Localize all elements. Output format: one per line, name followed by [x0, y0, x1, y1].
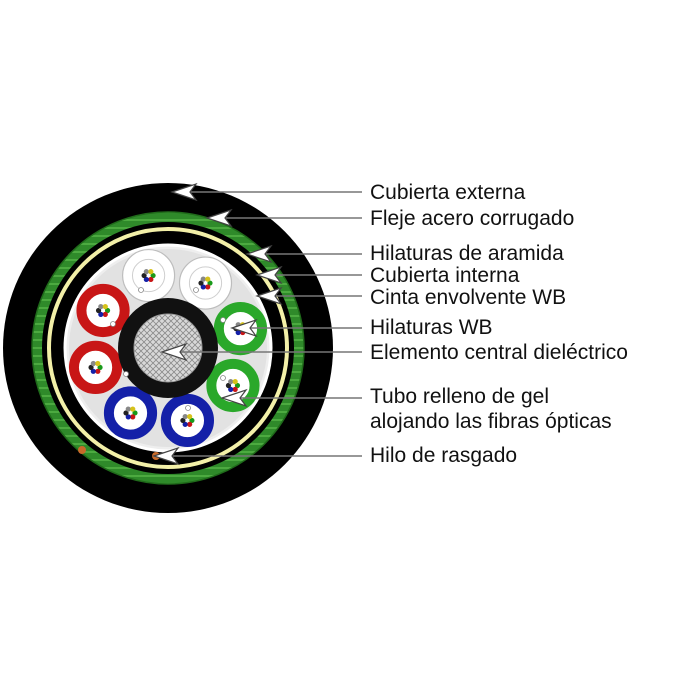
optical-fiber: [235, 329, 241, 336]
optical-fiber: [228, 386, 234, 392]
label-outer-jacket: Cubierta externa: [370, 181, 526, 204]
optical-fiber: [198, 280, 204, 286]
optical-fiber: [95, 360, 101, 367]
optical-fiber: [132, 410, 138, 416]
optical-fiber: [90, 360, 96, 367]
label-gel-tube-line2: alojando las fibras ópticas: [370, 410, 612, 433]
label-gel-tube-line1: Tubo relleno de gel: [370, 385, 550, 408]
optical-fiber: [102, 311, 108, 317]
optical-fiber: [95, 368, 101, 374]
gel-fill: [86, 293, 120, 328]
optical-fiber: [130, 414, 136, 420]
leader-lines: [172, 191, 362, 457]
optical-fiber: [180, 417, 186, 424]
gel-fill: [78, 350, 113, 385]
optical-fiber: [187, 413, 193, 420]
aramid-yarn-ring: [47, 227, 289, 469]
optical-fiber: [125, 406, 131, 412]
optical-fiber: [98, 304, 104, 310]
optical-fiber: [98, 311, 104, 317]
optical-fiber: [88, 364, 94, 371]
optical-fiber: [225, 382, 232, 389]
optical-fiber: [130, 406, 136, 412]
optical-fiber: [232, 386, 238, 392]
gel-fill: [188, 266, 223, 300]
optical-fiber: [123, 410, 129, 416]
optical-fiber: [97, 364, 103, 371]
optical-fiber: [95, 307, 102, 314]
optical-fiber: [187, 421, 193, 427]
optical-fiber: [148, 276, 154, 283]
label-aramid-yarns: Hilaturas de aramida: [370, 242, 564, 265]
arrowheads: [152, 182, 283, 466]
optical-fiber: [148, 269, 154, 275]
optical-fiber: [232, 379, 238, 385]
label-central-member: Elemento central dieléctrico: [370, 341, 628, 364]
central-strength-member: [133, 313, 203, 383]
optical-fiber: [200, 284, 206, 290]
optical-fiber: [228, 379, 234, 385]
optical-fiber: [143, 276, 149, 283]
label-inner-jacket: Cubierta interna: [370, 264, 520, 287]
optical-fiber: [182, 413, 188, 420]
gel-tubes: [68, 248, 268, 448]
gel-fill: [113, 396, 148, 430]
optical-fiber: [143, 269, 149, 275]
optical-fiber: [141, 272, 147, 279]
optical-fiber: [104, 307, 111, 314]
optical-fiber: [207, 280, 213, 286]
optical-fiber: [102, 304, 108, 310]
optical-fiber: [205, 276, 211, 282]
optical-fiber: [200, 276, 206, 282]
wb-yarns: [110, 287, 226, 411]
optical-fiber: [182, 421, 188, 427]
optical-fiber: [189, 417, 195, 424]
gel-fill: [170, 403, 205, 438]
optical-fiber: [234, 382, 241, 389]
ripcord: [78, 446, 86, 454]
label-ripcord: Hilo de rasgado: [370, 444, 518, 467]
optical-fiber: [205, 284, 211, 290]
optical-fiber: [125, 414, 131, 420]
gel-fill: [131, 258, 166, 293]
optical-fiber: [90, 368, 96, 374]
label-wb-yarns: Hilaturas WB: [370, 316, 493, 339]
label-wb-tape: Cinta envolvente WB: [370, 286, 567, 309]
label-corrugated-steel: Fleje acero corrugado: [370, 207, 575, 230]
optical-fiber: [150, 272, 156, 279]
